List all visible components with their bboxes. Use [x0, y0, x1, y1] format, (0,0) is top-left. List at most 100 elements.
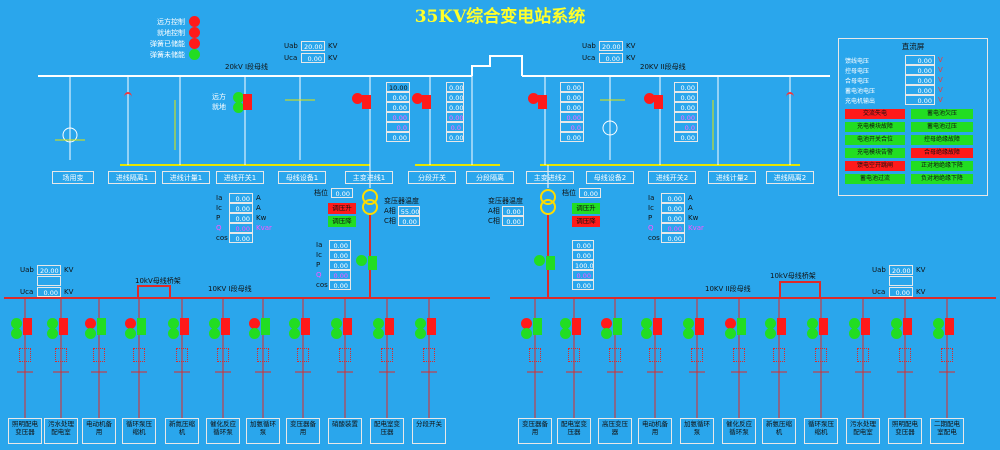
status-dot [352, 93, 363, 104]
feeder-label[interactable]: 主变进线1 [345, 171, 393, 184]
feeder-label[interactable]: 配电室变压器 [557, 418, 591, 444]
current-transformer-icon [423, 348, 435, 362]
breaker-switch[interactable] [945, 318, 954, 335]
feeder-label[interactable]: 催化反应循环泵 [722, 418, 756, 444]
feeder-values-1: 10.00 0.00 0.00 0.00 0.0 0.00 [386, 82, 410, 142]
breaker-switch[interactable] [546, 256, 555, 270]
breaker-switch[interactable] [261, 318, 270, 335]
feeder-label[interactable]: 硝酸装置 [328, 418, 362, 444]
breaker-switch[interactable] [533, 318, 542, 335]
tap-down-button[interactable]: 调压降 [328, 216, 356, 227]
feeder-label[interactable]: 进线隔离1 [108, 171, 156, 184]
feeder-label[interactable]: 新氮压缩机 [165, 418, 199, 444]
current-transformer-icon [257, 348, 269, 362]
breaker-switch[interactable] [243, 94, 252, 110]
current-transformer-icon [649, 348, 661, 362]
breaker-switch[interactable] [137, 318, 146, 335]
feeder-label[interactable]: 电动机备用 [82, 418, 116, 444]
breaker-switch[interactable] [23, 318, 32, 335]
breaker-switch[interactable] [180, 318, 189, 335]
feeder-label[interactable]: 分段开关 [408, 171, 456, 184]
uca-value: 0.00 [37, 286, 61, 297]
breaker-switch[interactable] [343, 318, 352, 335]
status-dot [933, 318, 944, 329]
alarm-cell: 馈电空开跳闸 [845, 161, 905, 171]
feeder-label[interactable]: 进线开关1 [216, 171, 264, 184]
current-transformer-icon [568, 348, 580, 362]
breaker-switch[interactable] [572, 318, 581, 335]
current-transformer-icon [217, 348, 229, 362]
feeder-label[interactable]: 主变进线2 [526, 171, 574, 184]
feeder-label[interactable]: 照明配电变压器 [888, 418, 922, 444]
voltage-meter-10kv-left: Uab 20.00 KV Uca 0.00 KV [20, 264, 74, 297]
feeder-label[interactable]: 污水处理配电室 [846, 418, 880, 444]
status-dot [331, 318, 342, 329]
feeder-label[interactable]: 高压变压器 [598, 418, 632, 444]
breaker-switch[interactable] [97, 318, 106, 335]
status-dot [356, 255, 367, 266]
feeder-label[interactable]: 催化反应循环泵 [206, 418, 240, 444]
feeder-label[interactable]: 二期配电室配电 [930, 418, 964, 444]
status-dot [85, 318, 96, 329]
breaker-switch[interactable] [737, 318, 746, 335]
feeder-label[interactable]: 进线计量2 [708, 171, 756, 184]
status-dot [209, 328, 220, 339]
tap-up-button[interactable]: 调压升 [572, 203, 600, 214]
alarm-cell: 正对地绝缘下降 [911, 161, 973, 171]
feeder-label[interactable]: 进线隔离2 [766, 171, 814, 184]
breaker-switch[interactable] [538, 95, 547, 109]
breaker-switch[interactable] [819, 318, 828, 335]
feeder-label[interactable]: 新氨压缩机 [762, 418, 796, 444]
status-dot [725, 318, 736, 329]
current-transformer-icon [691, 348, 703, 362]
breaker-switch[interactable] [777, 318, 786, 335]
feeder-label[interactable]: 变压器备用 [286, 418, 320, 444]
feeder-label[interactable]: 分段隔离 [466, 171, 514, 184]
feeder-label[interactable]: 分段开关 [412, 418, 446, 444]
status-dot [933, 328, 944, 339]
feeder-label[interactable]: 场用变 [52, 171, 94, 184]
current-transformer-icon [381, 348, 393, 362]
status-dot [807, 328, 818, 339]
feeder-label[interactable]: 母线设备2 [586, 171, 634, 184]
feeder-label[interactable]: 加氨循环泵 [246, 418, 280, 444]
legend: 远方控制 就地控制 弹簧已储能 弹簧未储能 [147, 16, 200, 60]
breaker-switch[interactable] [903, 318, 912, 335]
feeder-label[interactable]: 循环泵压缩机 [804, 418, 838, 444]
alarm-cell: 充电模块故障 [845, 122, 905, 132]
breaker-switch[interactable] [422, 95, 431, 109]
status-dot [412, 93, 423, 104]
feeder-label[interactable]: 电动机备用 [638, 418, 672, 444]
feeder-label[interactable]: 照明配电变压器 [8, 418, 42, 444]
feeder-label[interactable]: 配电室变压器 [370, 418, 404, 444]
breaker-switch[interactable] [695, 318, 704, 335]
breaker-switch[interactable] [362, 95, 371, 109]
breaker-switch[interactable] [368, 256, 377, 270]
breaker-switch[interactable] [427, 318, 436, 335]
feeder-label[interactable]: 进线开关2 [648, 171, 696, 184]
breaker-switch[interactable] [654, 95, 663, 109]
bus-tie-label-left: 10kV母线桥架 [135, 277, 181, 285]
breaker-switch[interactable] [385, 318, 394, 335]
feeder-label[interactable]: 变压器备用 [518, 418, 552, 444]
gear-display-right: 档位 0.00 [562, 188, 601, 198]
status-dot [641, 318, 652, 329]
breaker-switch[interactable] [59, 318, 68, 335]
feeder-label[interactable]: 加氨循环泵 [680, 418, 714, 444]
breaker-switch[interactable] [861, 318, 870, 335]
breaker-switch[interactable] [221, 318, 230, 335]
feeder-label[interactable]: 进线计量1 [162, 171, 210, 184]
feeder-label[interactable]: 污水处理配电室 [44, 418, 78, 444]
tap-down-button[interactable]: 调压降 [572, 216, 600, 227]
breaker-switch[interactable] [613, 318, 622, 335]
feeder-label[interactable]: 母线设备1 [278, 171, 326, 184]
breaker-switch[interactable] [653, 318, 662, 335]
status-dot [47, 318, 58, 329]
status-dot [168, 328, 179, 339]
feeder-label[interactable]: 循环泵压缩机 [122, 418, 156, 444]
remote-local-indicator: 远方 就地 [212, 93, 226, 111]
tap-up-button[interactable]: 调压升 [328, 203, 356, 214]
breaker-switch[interactable] [301, 318, 310, 335]
